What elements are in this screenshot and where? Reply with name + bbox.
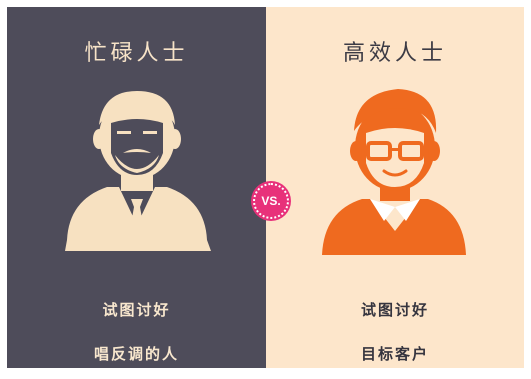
comparison-card: 忙碌人士 试图讨好 唱反调的人 [7,7,524,368]
busy-people-panel: 忙碌人士 试图讨好 唱反调的人 [7,7,266,368]
businessman-icon [65,91,211,251]
vs-badge: VS. [253,183,289,219]
glasses-man-icon [322,89,466,255]
right-caption-1: 试图讨好 [360,301,429,319]
right-caption-2: 目标客户 [360,345,429,363]
efficient-people-panel: 高效人士 试图讨好 目标客户 [266,7,524,368]
right-title: 高效人士 [342,41,447,66]
vs-badge-label: VS. [261,194,281,208]
left-caption-1: 试图讨好 [102,301,171,319]
left-caption-2: 唱反调的人 [93,345,179,363]
left-title: 忙碌人士 [84,41,189,66]
